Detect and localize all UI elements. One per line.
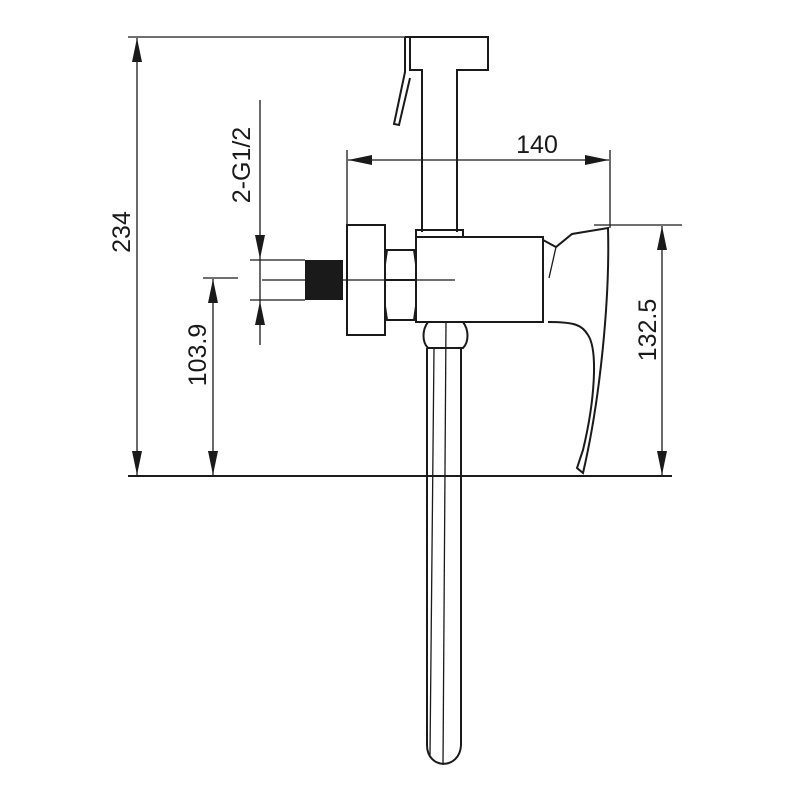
dimension-140-label: 140 [516,131,558,159]
threaded-inlet [305,260,343,300]
shower-trigger [392,37,411,127]
hex-nut [384,249,417,321]
dimension-103-9-label: 103.9 [184,324,212,387]
handle-edge [548,246,557,279]
wall-flange [346,224,386,336]
hand-shower [392,36,489,232]
dimension-234-label: 234 [108,211,136,253]
holder-collar [415,229,464,238]
dimension-132-5-label: 132.5 [634,299,662,362]
thread-spec-label: 2-G1/2 [228,127,256,203]
lever-handle [542,226,610,475]
hose [422,321,469,766]
